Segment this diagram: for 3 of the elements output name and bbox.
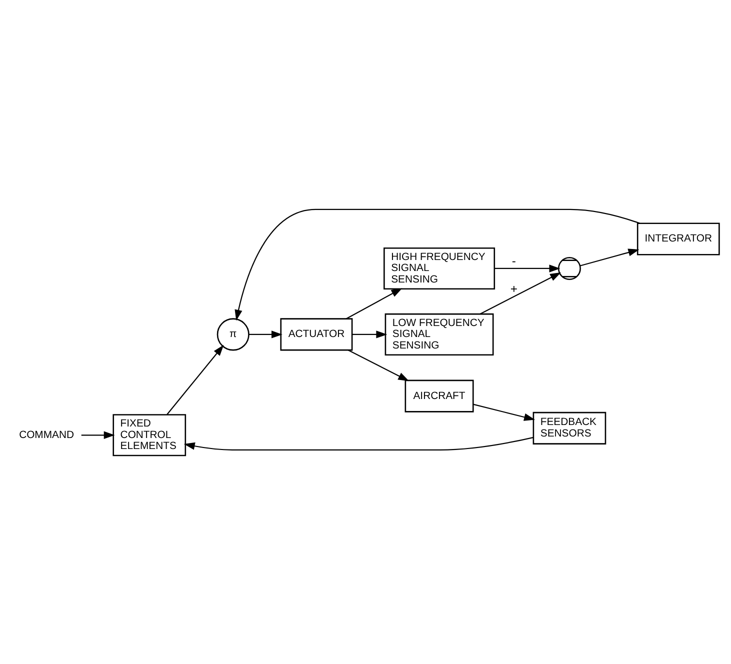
edge-label: + xyxy=(510,281,518,296)
node-text: COMMAND xyxy=(19,429,74,440)
edge-label: - xyxy=(512,254,516,268)
